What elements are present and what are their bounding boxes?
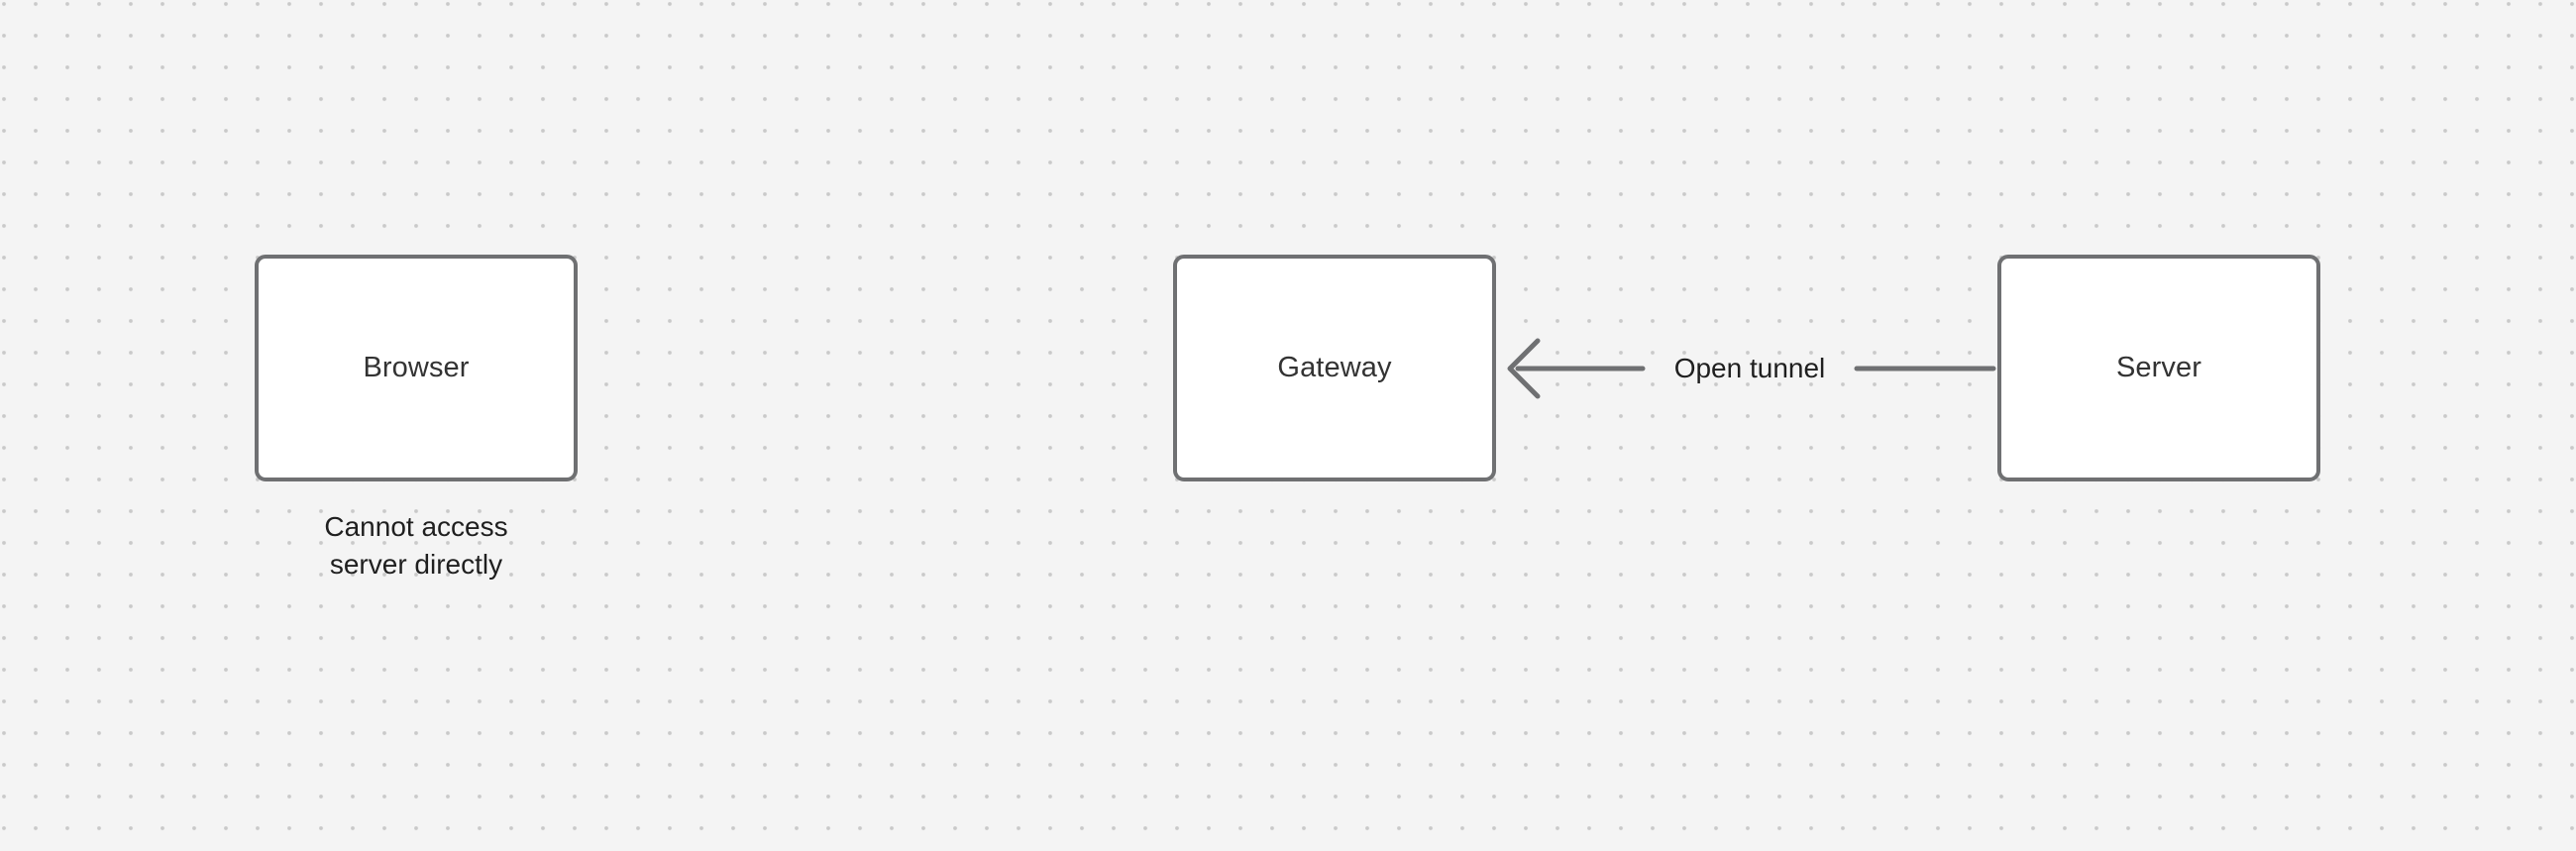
browser-caption-line-2: server directly [329,549,503,580]
edge-label-open-tunnel[interactable]: Open tunnel [1673,353,1826,383]
browser-caption-line-1: Cannot access [324,511,508,542]
node-browser[interactable]: Browser [255,255,578,481]
node-browser-label: Browser [363,352,470,383]
browser-caption: Cannot access server directly [255,508,578,584]
node-gateway-label: Gateway [1277,352,1392,383]
node-gateway[interactable]: Gateway [1173,255,1496,481]
node-server-label: Server [2115,352,2201,383]
node-server[interactable]: Server [1997,255,2320,481]
arrowhead-left-icon [1507,338,1541,399]
